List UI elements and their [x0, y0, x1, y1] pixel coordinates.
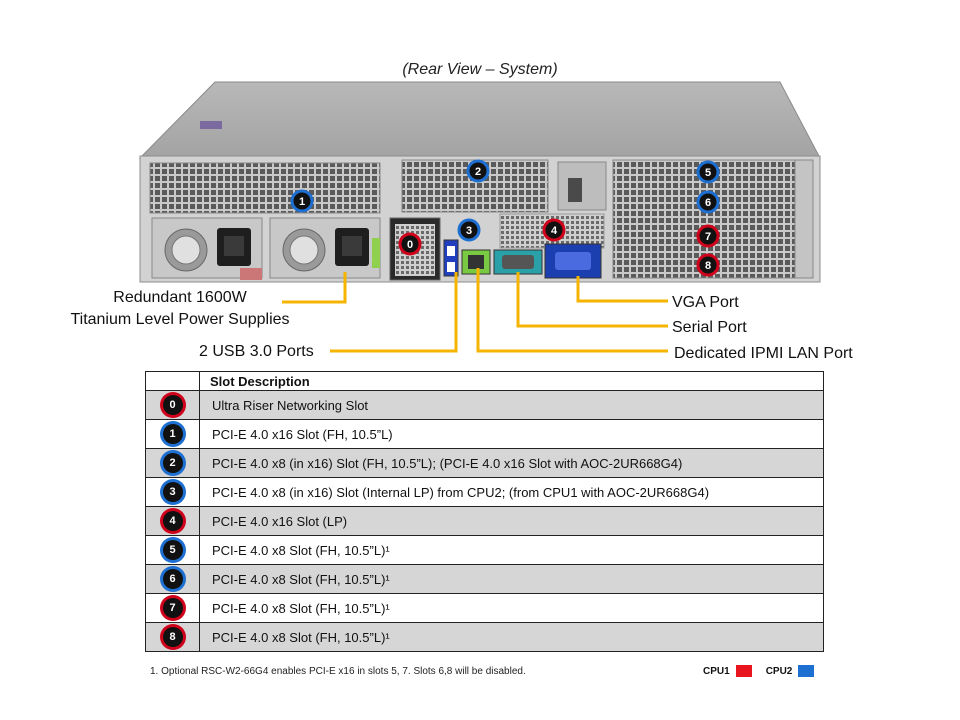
slot-number-cell: 1: [145, 419, 200, 449]
slot-number-cell: 0: [145, 390, 200, 420]
slot-1-bay: [149, 162, 381, 214]
slot-badge-5: 5: [162, 540, 183, 560]
vga-callout: VGA Port: [672, 294, 739, 311]
slot-badge-0: 0: [162, 395, 183, 415]
vga-callout-line: [576, 276, 668, 303]
legend-swatch-cpu1: [735, 665, 752, 677]
slot-number-cell: 6: [145, 564, 200, 594]
slot-number-cell: 2: [145, 448, 200, 478]
slot-number-cell: 5: [145, 535, 200, 565]
chassis-marker-label: 3: [466, 225, 472, 237]
chassis-marker-3: 3: [457, 218, 481, 242]
table-header-num: [145, 371, 200, 391]
slot-badge-4: 4: [162, 511, 183, 531]
table-row: 0 Ultra Riser Networking Slot: [145, 390, 824, 420]
ipmi-callout-line: [476, 268, 668, 353]
view-title: (Rear View – System): [402, 61, 558, 78]
psu-callout-line2: Titanium Level Power Supplies: [70, 311, 290, 328]
slot-description-cell: PCI-E 4.0 x8 Slot (FH, 10.5”L)¹: [199, 622, 824, 652]
slot-description-cell: PCI-E 4.0 x8 (in x16) Slot (Internal LP)…: [199, 477, 824, 507]
chassis-marker-2: 2: [466, 159, 490, 183]
lid-label: [200, 121, 222, 129]
chassis-marker-label: 1: [299, 196, 305, 208]
chassis-marker-circle: [466, 159, 490, 183]
chassis-marker-5: 5: [696, 160, 720, 184]
serial-callout-line: [516, 272, 668, 328]
chassis-marker-7: 7: [696, 224, 720, 248]
slot-description-table: Slot Description 0 Ultra Riser Networking…: [145, 371, 824, 652]
chassis-marker-circle: [696, 190, 720, 214]
footnote: 1. Optional RSC-W2-66G4 enables PCI-E x1…: [150, 666, 526, 677]
legend-label-cpu2: CPU2: [765, 665, 793, 677]
slot-description-cell: PCI-E 4.0 x16 Slot (FH, 10.5”L): [199, 419, 824, 449]
callout-lines: [282, 268, 668, 353]
chassis-lid: [138, 81, 821, 159]
legend-swatch-cpu2: [798, 665, 815, 677]
slot-badge-2: 2: [162, 453, 183, 473]
chassis-marker-circle: [290, 189, 314, 213]
table-row: 8 PCI-E 4.0 x8 Slot (FH, 10.5”L)¹: [145, 622, 824, 652]
chassis-marker-label: 5: [705, 167, 711, 179]
slot-number-cell: 8: [145, 622, 200, 652]
slot-number-cell: 7: [145, 593, 200, 623]
chassis-marker-1: 1: [290, 189, 314, 213]
chassis-marker-label: 6: [705, 197, 711, 209]
usb-callout-line: [330, 272, 458, 353]
chassis-marker-label: 8: [705, 260, 711, 272]
psu-callout-line1: Redundant 1600W: [113, 289, 247, 306]
slot-badge-6: 6: [162, 569, 183, 589]
serial-callout: Serial Port: [672, 319, 747, 336]
ipmi-callout: Dedicated IPMI LAN Port: [674, 345, 853, 362]
psu-callout-line: [282, 272, 347, 304]
slot-description-cell: PCI-E 4.0 x8 Slot (FH, 10.5”L)¹: [199, 564, 824, 594]
slot-badge-1: 1: [162, 424, 183, 444]
cpu-legend: CPU1 CPU2: [703, 665, 822, 677]
chassis-rear-illustration: 0 1 2 3 4 5 6 7 8: [138, 81, 821, 353]
slot-badge-8: 8: [162, 627, 183, 647]
slot-description-cell: PCI-E 4.0 x8 (in x16) Slot (FH, 10.5”L);…: [199, 448, 824, 478]
slot-description-cell: PCI-E 4.0 x8 Slot (FH, 10.5”L)¹: [199, 535, 824, 565]
slot-markers: 0 1 2 3 4 5 6 7 8: [290, 159, 720, 277]
chassis-marker-circle: [398, 232, 422, 256]
table-row: 7 PCI-E 4.0 x8 Slot (FH, 10.5”L)¹: [145, 593, 824, 623]
chassis-marker-circle: [696, 160, 720, 184]
chassis-marker-circle: [696, 253, 720, 277]
slot-badge-7: 7: [162, 598, 183, 618]
table-header-row: Slot Description: [145, 371, 824, 391]
table-row: 1 PCI-E 4.0 x16 Slot (FH, 10.5”L): [145, 419, 824, 449]
chassis-marker-label: 7: [705, 231, 711, 243]
table-row: 2 PCI-E 4.0 x8 (in x16) Slot (FH, 10.5”L)…: [145, 448, 824, 478]
table-row: 3 PCI-E 4.0 x8 (in x16) Slot (Internal LP…: [145, 477, 824, 507]
slot-description-cell: Ultra Riser Networking Slot: [199, 390, 824, 420]
chassis-marker-label: 0: [407, 239, 413, 251]
chassis-marker-circle: [457, 218, 481, 242]
chassis-marker-8: 8: [696, 253, 720, 277]
chassis-marker-label: 4: [551, 225, 558, 237]
usb-callout: 2 USB 3.0 Ports: [199, 343, 314, 360]
slot-description-cell: PCI-E 4.0 x16 Slot (LP): [199, 506, 824, 536]
slot-number-cell: 4: [145, 506, 200, 536]
slot-number-cell: 3: [145, 477, 200, 507]
slot-badge-3: 3: [162, 482, 183, 502]
chassis-marker-circle: [696, 224, 720, 248]
table-row: 4 PCI-E 4.0 x16 Slot (LP): [145, 506, 824, 536]
chassis-marker-4: 4: [542, 218, 566, 242]
table-row: 6 PCI-E 4.0 x8 Slot (FH, 10.5”L)¹: [145, 564, 824, 594]
table-header-label: Slot Description: [199, 371, 824, 391]
slot-description-cell: PCI-E 4.0 x8 Slot (FH, 10.5”L)¹: [199, 593, 824, 623]
chassis-marker-label: 2: [475, 166, 481, 178]
chassis-marker-0: 0: [398, 232, 422, 256]
legend-label-cpu1: CPU1: [703, 665, 730, 677]
chassis-marker-6: 6: [696, 190, 720, 214]
psu-callout: Redundant 1600W Titanium Level Power Sup…: [40, 287, 320, 331]
table-row: 5 PCI-E 4.0 x8 Slot (FH, 10.5”L)¹: [145, 535, 824, 565]
chassis-marker-circle: [542, 218, 566, 242]
